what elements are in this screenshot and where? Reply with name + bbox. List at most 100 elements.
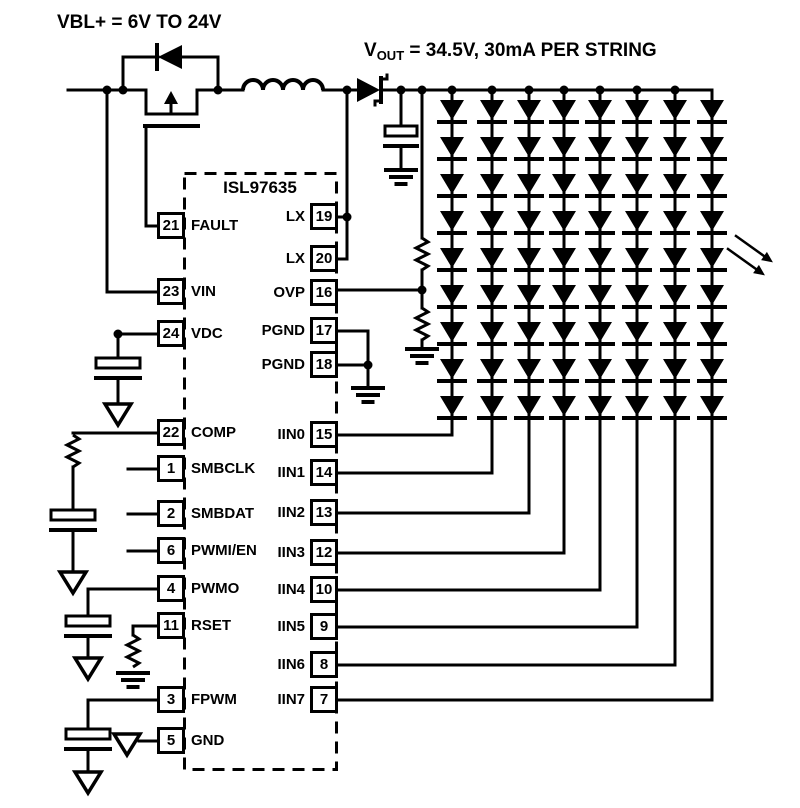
pin-label-vin: VIN — [191, 283, 217, 300]
led-icon — [625, 322, 649, 342]
pin-21-fault: 21 — [157, 212, 185, 239]
junction-dot — [487, 85, 497, 95]
light-emission-arrows-icon — [753, 264, 765, 276]
led-icon — [440, 174, 464, 194]
led-icon — [552, 322, 576, 342]
pin-8-iin6: 8 — [310, 651, 338, 678]
led-icon — [440, 137, 464, 157]
led-icon — [552, 137, 576, 157]
led-icon — [588, 359, 612, 379]
led-icon — [552, 211, 576, 231]
pin-15-iin0: 15 — [310, 421, 338, 448]
led-icon — [663, 359, 687, 379]
pin-22-comp: 22 — [157, 419, 185, 446]
led-icon — [625, 248, 649, 268]
led-icon — [700, 100, 724, 120]
led-icon — [625, 174, 649, 194]
light-emission-arrows-icon — [734, 234, 766, 258]
pin-17-pgnd: 17 — [310, 317, 338, 344]
led-icon — [588, 248, 612, 268]
led-icon — [552, 248, 576, 268]
led-icon — [588, 396, 612, 416]
pin-label-pgnd: PGND — [261, 322, 305, 339]
pin-label-vdc: VDC — [191, 325, 223, 342]
ground-arrow-icon — [71, 770, 105, 797]
pin-label-lx: LX — [285, 250, 305, 267]
pin-5-gnd: 5 — [157, 727, 185, 754]
led-icon — [663, 100, 687, 120]
ground-arrow-icon — [56, 570, 90, 597]
inductor-icon — [241, 78, 325, 91]
pin-13-iin2: 13 — [310, 499, 338, 526]
led-icon — [625, 285, 649, 305]
led-icon — [700, 359, 724, 379]
led-icon — [625, 359, 649, 379]
led-icon — [663, 396, 687, 416]
led-icon — [440, 396, 464, 416]
led-icon — [440, 211, 464, 231]
led-icon — [517, 137, 541, 157]
capacitor-icon — [64, 727, 112, 741]
pin-label-rset: RSET — [191, 617, 232, 634]
pin-label-iin3: IIN3 — [277, 544, 305, 561]
pin-label-iin6: IIN6 — [277, 656, 305, 673]
led-icon — [552, 359, 576, 379]
pin-7-iin7: 7 — [310, 686, 338, 713]
pin-19-lx: 19 — [310, 203, 338, 230]
pin-label-pwmo: PWMO — [191, 580, 240, 597]
vout-symbol: V — [364, 40, 377, 61]
junction-dot — [595, 85, 605, 95]
pin-24-vdc: 24 — [157, 320, 185, 347]
pin-label-ovp: OVP — [273, 284, 305, 301]
pin-16-ovp: 16 — [310, 279, 338, 306]
led-icon — [663, 285, 687, 305]
led-icon — [625, 211, 649, 231]
led-icon — [480, 100, 504, 120]
capacitor-icon — [94, 356, 142, 370]
led-icon — [700, 285, 724, 305]
resistor-icon — [123, 633, 143, 669]
junction-dot — [559, 85, 569, 95]
pin-label-pgnd: PGND — [261, 356, 305, 373]
led-icon — [480, 396, 504, 416]
led-icon — [517, 174, 541, 194]
led-icon — [588, 137, 612, 157]
led-icon — [440, 285, 464, 305]
pin-9-iin5: 9 — [310, 613, 338, 640]
pin-label-iin1: IIN1 — [277, 464, 305, 481]
led-icon — [517, 285, 541, 305]
led-icon — [480, 211, 504, 231]
led-icon — [480, 322, 504, 342]
pin-18-pgnd: 18 — [310, 351, 338, 378]
ground-arrow-icon — [110, 732, 144, 759]
output-voltage-label: VOUT = 34.5V, 30mA PER STRING — [364, 40, 657, 63]
led-icon — [625, 137, 649, 157]
pin-label-iin4: IIN4 — [277, 581, 305, 598]
input-voltage-label: VBL+ = 6V TO 24V — [57, 12, 222, 33]
led-icon — [663, 137, 687, 157]
pin-label-iin5: IIN5 — [277, 618, 305, 635]
led-icon — [588, 211, 612, 231]
pin-label-fault: FAULT — [191, 217, 239, 234]
led-icon — [588, 322, 612, 342]
resistor-icon — [412, 306, 432, 342]
led-icon — [480, 137, 504, 157]
ground-arrow-icon — [71, 656, 105, 683]
led-icon — [517, 396, 541, 416]
led-icon — [440, 100, 464, 120]
capacitor-icon — [64, 614, 112, 628]
led-icon — [663, 248, 687, 268]
led-icon — [700, 211, 724, 231]
light-emission-arrows-icon — [761, 251, 773, 263]
led-icon — [588, 285, 612, 305]
pin-4-pwmo: 4 — [157, 575, 185, 602]
led-icon — [700, 322, 724, 342]
vout-value: = 34.5V, 30mA PER STRING — [404, 40, 657, 61]
bypass-diode-icon — [158, 45, 182, 69]
led-icon — [588, 100, 612, 120]
pin-20-lx: 20 — [310, 245, 338, 272]
ground-arrow-icon — [101, 402, 135, 429]
pin-6-pwmien: 6 — [157, 537, 185, 564]
